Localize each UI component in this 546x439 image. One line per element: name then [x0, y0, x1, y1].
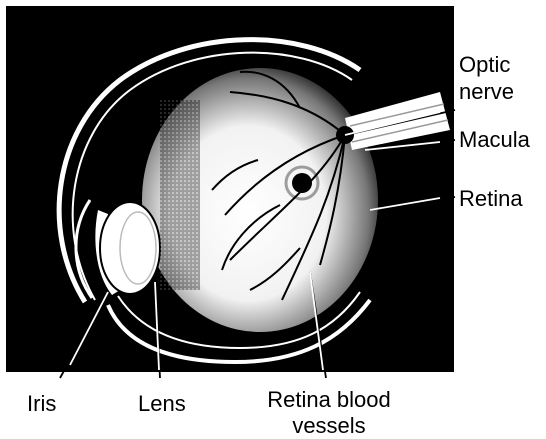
label-optic-nerve-line1: Optic [459, 53, 510, 77]
label-lens: Lens [138, 392, 186, 416]
label-retina: Retina [459, 187, 523, 211]
label-optic-nerve-line2: nerve [459, 80, 514, 104]
label-retina-blood-vessels-line1: Retina blood [252, 388, 406, 412]
label-iris: Iris [27, 392, 56, 416]
label-macula: Macula [459, 128, 530, 152]
label-retina-blood-vessels-line2: vessels [252, 414, 406, 438]
